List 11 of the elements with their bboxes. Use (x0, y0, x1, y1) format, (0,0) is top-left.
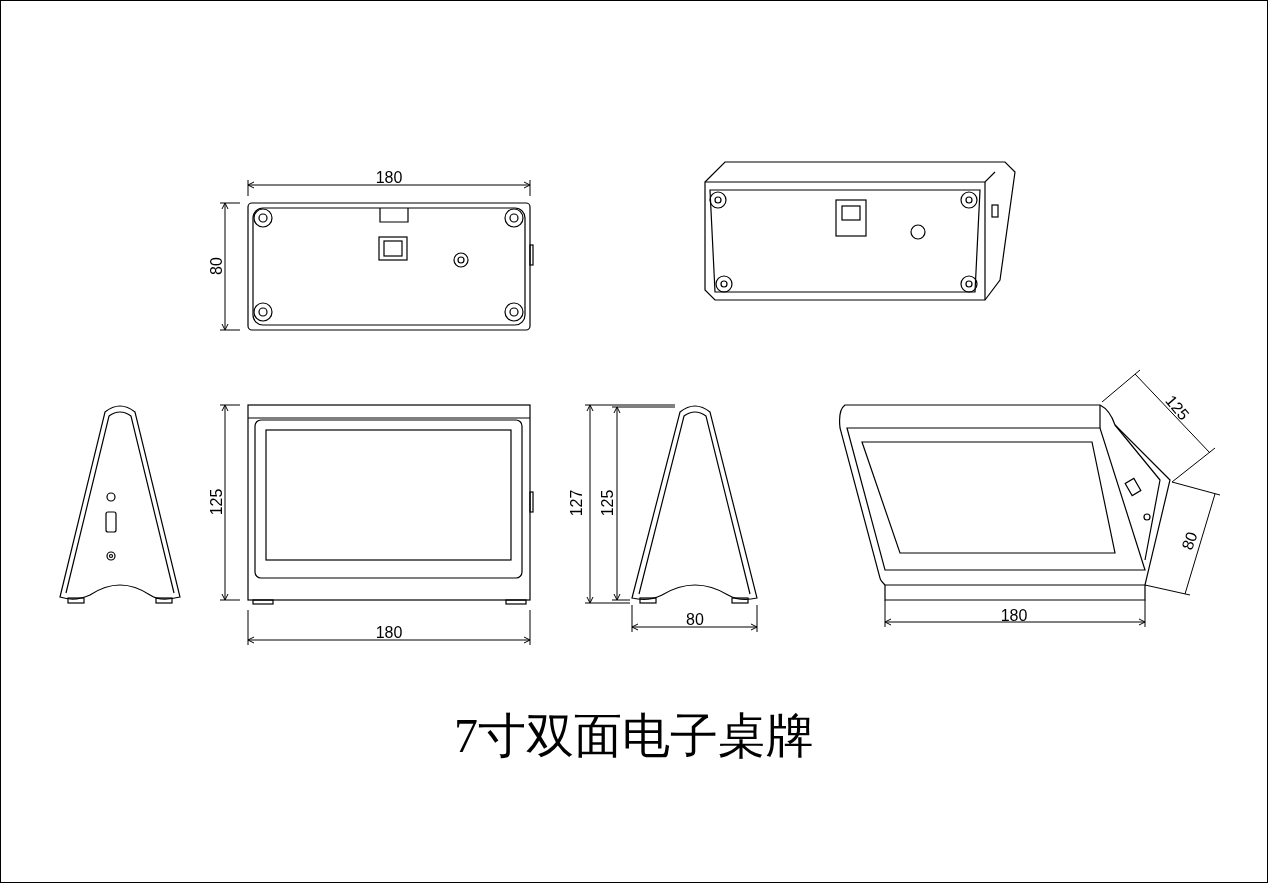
dimension-label: 125 (209, 488, 225, 516)
dimension-label: 125 (1162, 392, 1192, 424)
dimension-label: 127 (569, 489, 585, 517)
dimension-label: 180 (1000, 608, 1028, 624)
title: 7寸双面电子桌牌 (453, 712, 815, 760)
dimension-label: 80 (209, 257, 225, 275)
dimension-label: 80 (686, 612, 704, 628)
dimension-label: 125 (600, 489, 616, 517)
dimension-label: 180 (375, 625, 403, 641)
dimension-label: 180 (375, 170, 403, 186)
dimension-label: 80 (1179, 529, 1201, 553)
